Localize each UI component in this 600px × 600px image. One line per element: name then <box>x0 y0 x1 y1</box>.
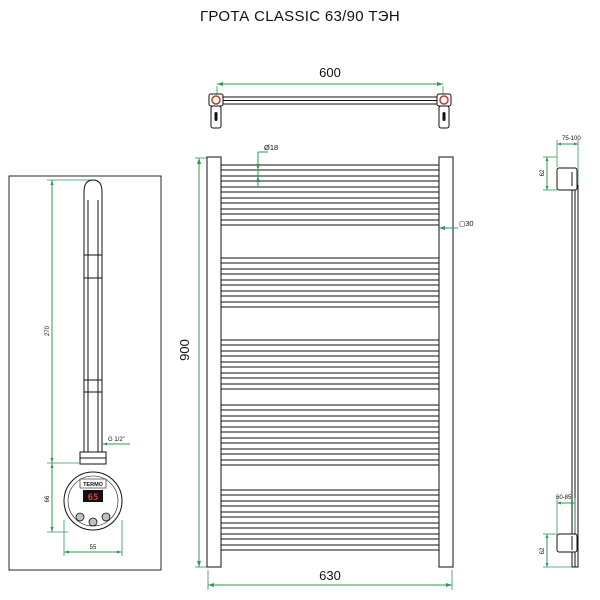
dim-heater-length: 270 <box>45 325 51 336</box>
dim-heater-body-width: 55 <box>90 545 97 551</box>
dim-side-bottom-height: 62 <box>540 547 546 554</box>
dim-heater-thread: G 1/2" <box>108 437 125 443</box>
side-view: 75-100 62 60-85 62 <box>540 136 581 568</box>
heating-element <box>83 179 103 463</box>
heater-button-left-icon <box>75 512 85 522</box>
side-top-bracket <box>556 167 578 191</box>
dim-top-width: 600 <box>319 65 341 80</box>
left-rail <box>206 156 222 568</box>
right-mount-icon <box>439 95 449 105</box>
heater-display <box>83 490 103 502</box>
front-view: 900 630 <box>177 143 474 590</box>
heater-button-right-icon <box>101 512 111 522</box>
dim-bottom-width: 630 <box>319 568 341 583</box>
dim-side-bottom-offset: 60-85 <box>556 495 572 501</box>
rungs <box>220 164 440 551</box>
heater-button-center-icon <box>88 517 98 527</box>
top-view: 600 <box>208 65 452 129</box>
dim-heater-body-height: 66 <box>45 495 51 502</box>
page-title: ГРОТА CLASSIC 63/90 ТЭН <box>199 8 401 25</box>
dim-side-top-offset: 75-100 <box>562 136 581 142</box>
dim-height: 900 <box>177 339 192 361</box>
dim-tube-diameter: Ø18 <box>264 143 278 152</box>
heater-frame <box>8 175 162 571</box>
dim-profile-square: ◻30 <box>459 219 474 228</box>
dim-side-top-height: 62 <box>540 169 546 176</box>
heater-display-value: 65 <box>88 493 99 503</box>
side-bottom-bracket <box>556 533 578 553</box>
right-rail <box>438 156 454 568</box>
left-mount-icon <box>211 95 221 105</box>
heater-drawing: 270 G 1/2" 66 TERMO 65 <box>8 175 162 571</box>
heater-brand: TERMO <box>83 482 104 488</box>
